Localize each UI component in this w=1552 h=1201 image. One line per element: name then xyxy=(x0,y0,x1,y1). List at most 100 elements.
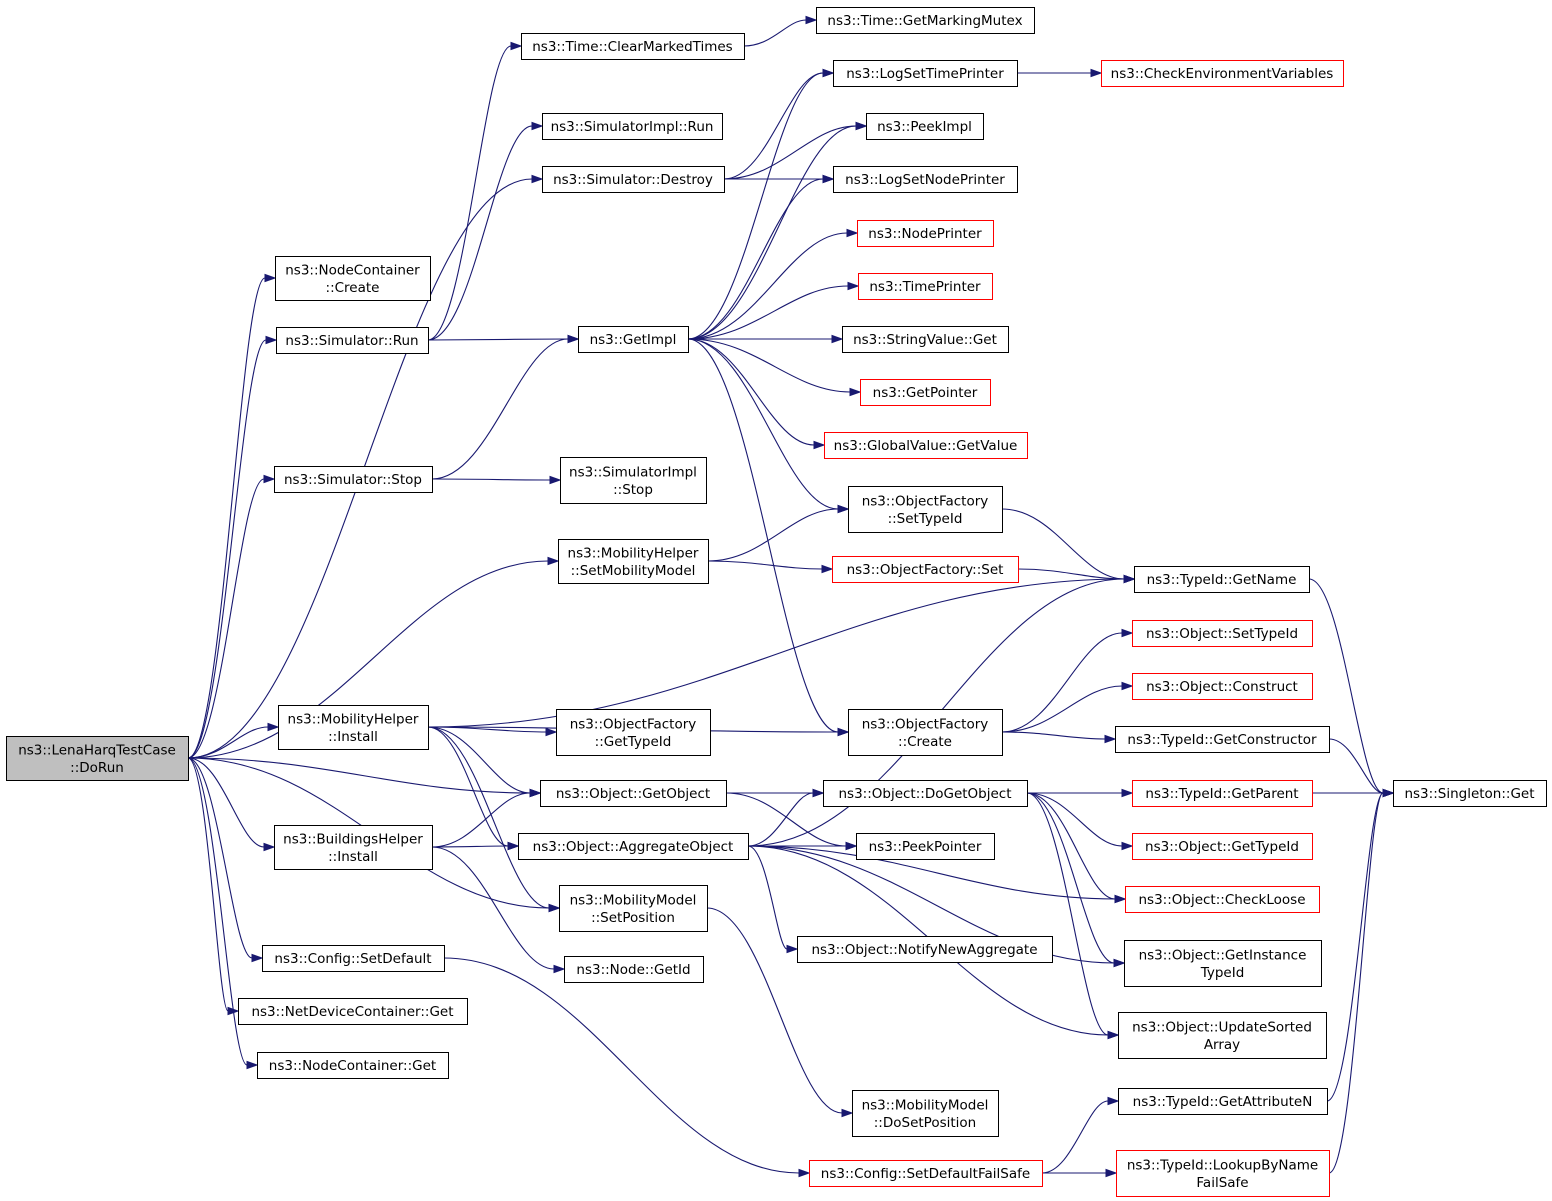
node-nodeprinter[interactable]: ns3::NodePrinter xyxy=(857,220,994,247)
node-box[interactable] xyxy=(860,379,991,406)
node-box[interactable] xyxy=(809,1160,1043,1187)
node-dorun[interactable]: ns3::LenaHarqTestCase::DoRun xyxy=(6,736,189,781)
node-box[interactable] xyxy=(1132,833,1313,860)
node-bh-install[interactable]: ns3::BuildingsHelper::Install xyxy=(274,825,433,870)
node-box[interactable] xyxy=(866,113,984,140)
node-tid-getparent[interactable]: ns3::TypeId::GetParent xyxy=(1132,780,1313,807)
node-box[interactable] xyxy=(1132,620,1313,647)
node-box[interactable] xyxy=(1125,886,1320,913)
node-box[interactable] xyxy=(857,220,994,247)
node-box[interactable] xyxy=(856,833,995,860)
node-obj-gettypeid[interactable]: ns3::Object::GetTypeId xyxy=(1132,833,1313,860)
node-box[interactable] xyxy=(556,709,711,756)
node-box[interactable] xyxy=(278,705,429,750)
node-of-set[interactable]: ns3::ObjectFactory::Set xyxy=(832,556,1019,583)
node-sim-run[interactable]: ns3::Simulator::Run xyxy=(276,327,429,354)
node-box[interactable] xyxy=(852,1090,999,1137)
node-time-clear[interactable]: ns3::Time::ClearMarkedTimes xyxy=(521,33,745,60)
node-check-env[interactable]: ns3::CheckEnvironmentVariables xyxy=(1101,60,1344,87)
node-timeprinter[interactable]: ns3::TimePrinter xyxy=(858,273,993,300)
node-time-getmutex[interactable]: ns3::Time::GetMarkingMutex xyxy=(816,7,1035,34)
node-box[interactable] xyxy=(1115,726,1330,753)
node-box[interactable] xyxy=(578,326,689,353)
node-of-create[interactable]: ns3::ObjectFactory::Create xyxy=(848,709,1003,756)
node-box[interactable] xyxy=(1132,780,1313,807)
node-of-settypeid[interactable]: ns3::ObjectFactory::SetTypeId xyxy=(848,486,1003,533)
node-box[interactable] xyxy=(1116,1150,1330,1197)
node-simimpl-run[interactable]: ns3::SimulatorImpl::Run xyxy=(542,113,723,140)
node-box[interactable] xyxy=(1393,780,1547,807)
node-box[interactable] xyxy=(858,273,993,300)
node-box[interactable] xyxy=(257,1052,449,1079)
node-log-settime[interactable]: ns3::LogSetTimePrinter xyxy=(833,60,1018,87)
node-box[interactable] xyxy=(1132,673,1313,700)
node-box[interactable] xyxy=(274,466,433,493)
node-box[interactable] xyxy=(832,556,1019,583)
node-mm-dosetpos[interactable]: ns3::MobilityModel::DoSetPosition xyxy=(852,1090,999,1137)
node-box[interactable] xyxy=(559,885,708,932)
node-box[interactable] xyxy=(842,326,1009,353)
node-box[interactable] xyxy=(833,60,1018,87)
node-box[interactable] xyxy=(6,736,189,781)
node-tid-getattrn[interactable]: ns3::TypeId::GetAttributeN xyxy=(1118,1088,1328,1115)
node-singleton-get[interactable]: ns3::Singleton::Get xyxy=(1393,780,1547,807)
node-box[interactable] xyxy=(824,432,1028,459)
node-box[interactable] xyxy=(276,327,429,354)
node-obj-dogetobject[interactable]: ns3::Object::DoGetObject xyxy=(823,780,1028,807)
node-cfg-setdefault[interactable]: ns3::Config::SetDefault xyxy=(262,945,445,972)
node-getpointer[interactable]: ns3::GetPointer xyxy=(860,379,991,406)
node-gv-getvalue[interactable]: ns3::GlobalValue::GetValue xyxy=(824,432,1028,459)
node-box[interactable] xyxy=(797,936,1053,963)
node-sim-stop[interactable]: ns3::Simulator::Stop xyxy=(274,466,433,493)
node-box[interactable] xyxy=(540,780,727,807)
node-getimpl[interactable]: ns3::GetImpl xyxy=(578,326,689,353)
node-box[interactable] xyxy=(542,113,723,140)
node-box[interactable] xyxy=(1118,1088,1328,1115)
node-nc-create[interactable]: ns3::NodeContainer::Create xyxy=(275,256,431,301)
node-box[interactable] xyxy=(823,780,1028,807)
node-box[interactable] xyxy=(833,166,1018,193)
node-box[interactable] xyxy=(542,166,725,193)
node-nc-get[interactable]: ns3::NodeContainer::Get xyxy=(257,1052,449,1079)
node-box[interactable] xyxy=(274,825,433,870)
node-peekimpl[interactable]: ns3::PeekImpl xyxy=(866,113,984,140)
node-ndc-get[interactable]: ns3::NetDeviceContainer::Get xyxy=(238,998,468,1025)
node-obj-settypeid[interactable]: ns3::Object::SetTypeId xyxy=(1132,620,1313,647)
node-box[interactable] xyxy=(238,998,468,1025)
node-tid-getctor[interactable]: ns3::TypeId::GetConstructor xyxy=(1115,726,1330,753)
node-box[interactable] xyxy=(518,833,749,860)
node-mh-install[interactable]: ns3::MobilityHelper::Install xyxy=(278,705,429,750)
node-box[interactable] xyxy=(1134,566,1310,593)
node-log-setnode[interactable]: ns3::LogSetNodePrinter xyxy=(833,166,1018,193)
node-box[interactable] xyxy=(275,256,431,301)
node-box[interactable] xyxy=(816,7,1035,34)
node-box[interactable] xyxy=(848,486,1003,533)
node-tid-getname[interactable]: ns3::TypeId::GetName xyxy=(1134,566,1310,593)
node-mm-setpos[interactable]: ns3::MobilityModel::SetPosition xyxy=(559,885,708,932)
node-box[interactable] xyxy=(848,709,1003,756)
node-box[interactable] xyxy=(564,956,704,983)
node-box[interactable] xyxy=(1101,60,1344,87)
node-mh-setmob[interactable]: ns3::MobilityHelper::SetMobilityModel xyxy=(558,539,709,584)
node-box[interactable] xyxy=(521,33,745,60)
node-sim-destroy[interactable]: ns3::Simulator::Destroy xyxy=(542,166,725,193)
node-cfg-failsafe[interactable]: ns3::Config::SetDefaultFailSafe xyxy=(809,1160,1043,1187)
node-box[interactable] xyxy=(1124,940,1322,987)
node-box[interactable] xyxy=(262,945,445,972)
node-obj-aggregate[interactable]: ns3::Object::AggregateObject xyxy=(518,833,749,860)
node-box[interactable] xyxy=(558,539,709,584)
node-of-gettypeid[interactable]: ns3::ObjectFactory::GetTypeId xyxy=(556,709,711,756)
node-box[interactable] xyxy=(1118,1012,1327,1059)
node-node-getid[interactable]: ns3::Node::GetId xyxy=(564,956,704,983)
node-peekpointer[interactable]: ns3::PeekPointer xyxy=(856,833,995,860)
node-strval-get[interactable]: ns3::StringValue::Get xyxy=(842,326,1009,353)
node-box[interactable] xyxy=(560,457,707,504)
node-obj-getobject[interactable]: ns3::Object::GetObject xyxy=(540,780,727,807)
node-obj-construct[interactable]: ns3::Object::Construct xyxy=(1132,673,1313,700)
node-obj-notify[interactable]: ns3::Object::NotifyNewAggregate xyxy=(797,936,1053,963)
node-simimpl-stop[interactable]: ns3::SimulatorImpl::Stop xyxy=(560,457,707,504)
node-obj-checkloose[interactable]: ns3::Object::CheckLoose xyxy=(1125,886,1320,913)
